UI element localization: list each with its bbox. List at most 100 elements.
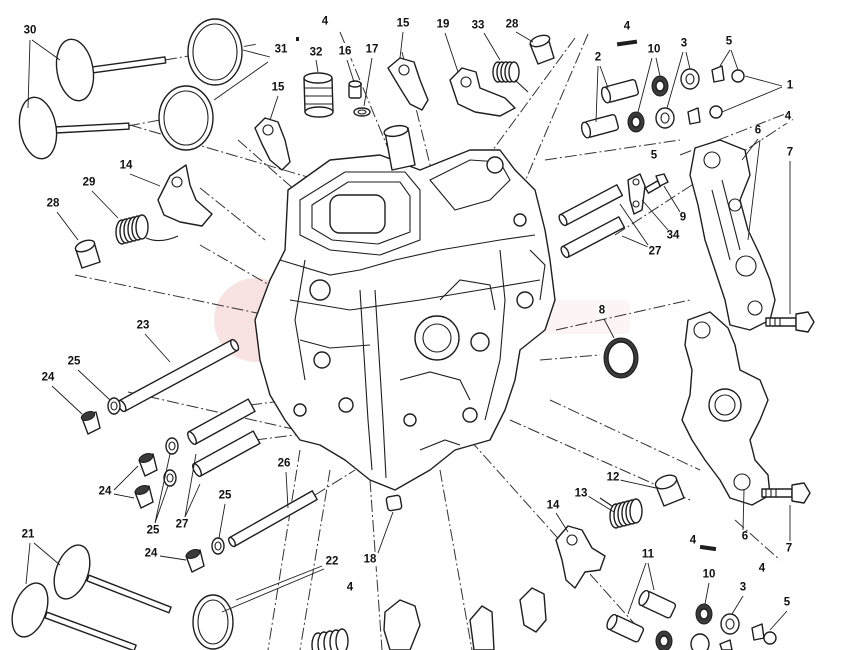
callout-18: 18 [362,553,378,566]
spring-retainer [680,68,700,90]
callout-25: 25 [217,489,233,502]
spring-cap [654,474,685,507]
callout-33: 33 [470,19,486,32]
torsion-spring [311,628,349,650]
plug [138,452,158,477]
intake-valve [55,38,167,102]
callout-4: 4 [783,110,793,123]
callout-11: 11 [640,548,656,561]
rocker-shaft [192,430,261,478]
valve-collet [687,65,745,125]
callout-25: 25 [66,355,82,368]
callout-24: 24 [40,371,56,384]
callout-30: 30 [22,24,38,37]
callout-5: 5 [649,149,659,162]
callout-7: 7 [784,542,794,555]
torsion-spring [492,61,529,93]
callout-6: 6 [740,530,750,543]
callout-31: 31 [273,43,289,56]
callout-3: 3 [679,37,689,50]
callout-26: 26 [276,457,292,470]
valve-spring [655,630,673,650]
callout-25: 25 [145,524,161,537]
spring-cap [74,239,101,269]
callout-4: 4 [320,15,330,28]
print-marks [296,37,717,552]
rocker-shaft [117,338,240,413]
small-bolt [644,173,669,194]
cap-bolt [765,311,815,333]
dowel-pin [558,184,624,227]
small-cap [385,494,403,512]
callout-10: 10 [701,568,717,581]
spring-retainer [690,613,740,650]
callout-27: 27 [647,245,663,258]
callout-32: 32 [308,46,324,59]
valve-spring [627,111,645,133]
callout-21: 21 [20,528,36,541]
bracket [627,173,646,215]
dowel-pin [560,216,626,259]
small-ring [353,107,371,117]
callout-27: 27 [174,518,190,531]
callout-13: 13 [573,487,589,500]
valve-shim [638,589,677,619]
plug [185,548,205,573]
small-bushing [348,80,362,99]
callout-4: 4 [622,20,632,33]
callout-5: 5 [724,35,734,48]
cap-bolt [761,482,811,504]
exhaust-valve [53,544,172,614]
leader-lines [25,31,791,631]
callout-28: 28 [504,18,520,31]
sealing-washer [107,397,225,555]
callout-23: 23 [135,319,151,332]
camshaft-bearing-cap [689,139,776,331]
callout-6: 6 [753,124,763,137]
tappet-bucket [303,72,334,118]
callout-15: 15 [395,17,411,30]
torsion-spring [599,497,643,529]
valve-seat-ring [158,85,214,151]
callout-28: 28 [45,197,61,210]
callout-3: 3 [738,581,748,594]
rocker-arm [449,67,516,117]
callout-22: 22 [324,555,340,568]
callout-19: 19 [435,18,451,31]
torsion-spring [115,214,179,245]
callout-4: 4 [688,534,698,547]
callout-14: 14 [118,159,134,172]
cylinder-head [254,149,556,491]
valve-collet [719,623,777,650]
o-ring [603,337,639,379]
callout-4: 4 [345,581,355,594]
callout-12: 12 [605,471,621,484]
intake-valve [18,96,130,160]
valve-shim [606,613,645,643]
rocker-arm [555,525,606,589]
callout-16: 16 [337,45,353,58]
rocker-arm [519,587,547,633]
exhaust-valve [11,582,137,650]
callout-29: 29 [81,176,97,189]
callout-9: 9 [678,211,688,224]
callout-14: 14 [545,499,561,512]
rocker-shaft [187,398,256,446]
rocker-arm [383,599,421,650]
camshaft-bearing-cap [681,311,771,506]
callout-10: 10 [646,43,662,56]
valve-spring [651,75,669,97]
valve-shim [600,78,640,104]
spring-cap [529,34,555,65]
callout-34: 34 [665,229,681,242]
callout-8: 8 [597,304,607,317]
rocker-arm [157,164,213,227]
rocker-arm [469,605,495,650]
callout-24: 24 [97,485,113,498]
callout-1: 1 [785,79,795,92]
valve-shim [580,113,620,139]
tube [383,124,416,171]
callout-24: 24 [143,547,159,560]
